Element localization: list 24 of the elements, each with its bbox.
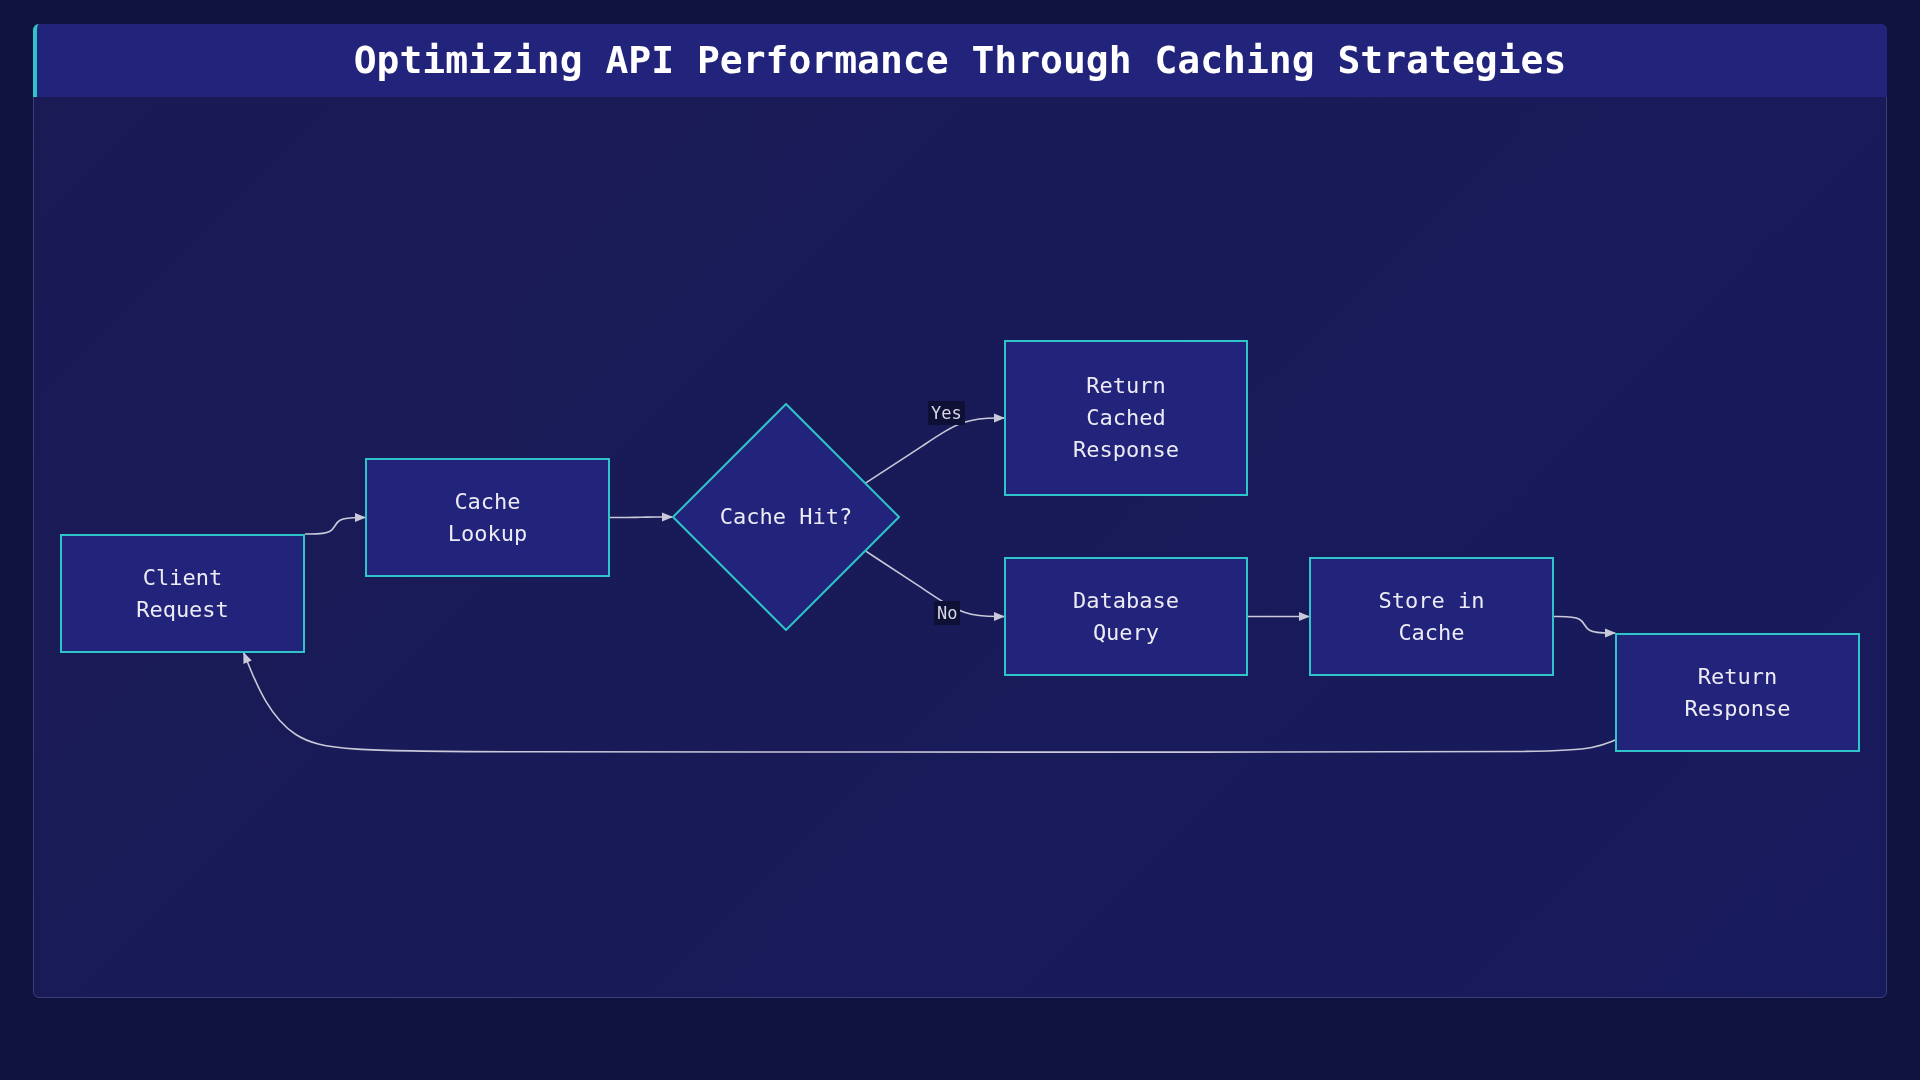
- arrow: [1553, 615, 1617, 638]
- node-label: Return Cached Response: [1072, 372, 1180, 464]
- arrow: [304, 513, 367, 535]
- node-label: Return Response: [1683, 662, 1792, 723]
- process-box: [1615, 633, 1860, 752]
- process-box: [60, 534, 305, 653]
- node-label: Cache Lookup: [446, 487, 529, 548]
- edge-label: Yes: [928, 401, 965, 425]
- arrow: [609, 512, 674, 522]
- diagram-title: Optimizing API Performance Through Caching Strategies: [353, 38, 1567, 84]
- node-label: Store in Cache: [1377, 586, 1486, 647]
- decision-diamond: [672, 403, 900, 631]
- arrow: [865, 413, 1006, 484]
- arrow: [242, 651, 1616, 753]
- process-box: [365, 458, 610, 577]
- arrow: [1247, 612, 1311, 621]
- process-box: [1004, 340, 1248, 496]
- node-label: Database Query: [1072, 586, 1180, 647]
- edge-label: No: [934, 601, 961, 625]
- process-box: [1309, 557, 1554, 676]
- arrow: [865, 550, 1006, 621]
- node-label: Cache Hit?: [719, 503, 853, 531]
- process-box: [1004, 557, 1248, 676]
- node-label: Client Request: [135, 563, 230, 624]
